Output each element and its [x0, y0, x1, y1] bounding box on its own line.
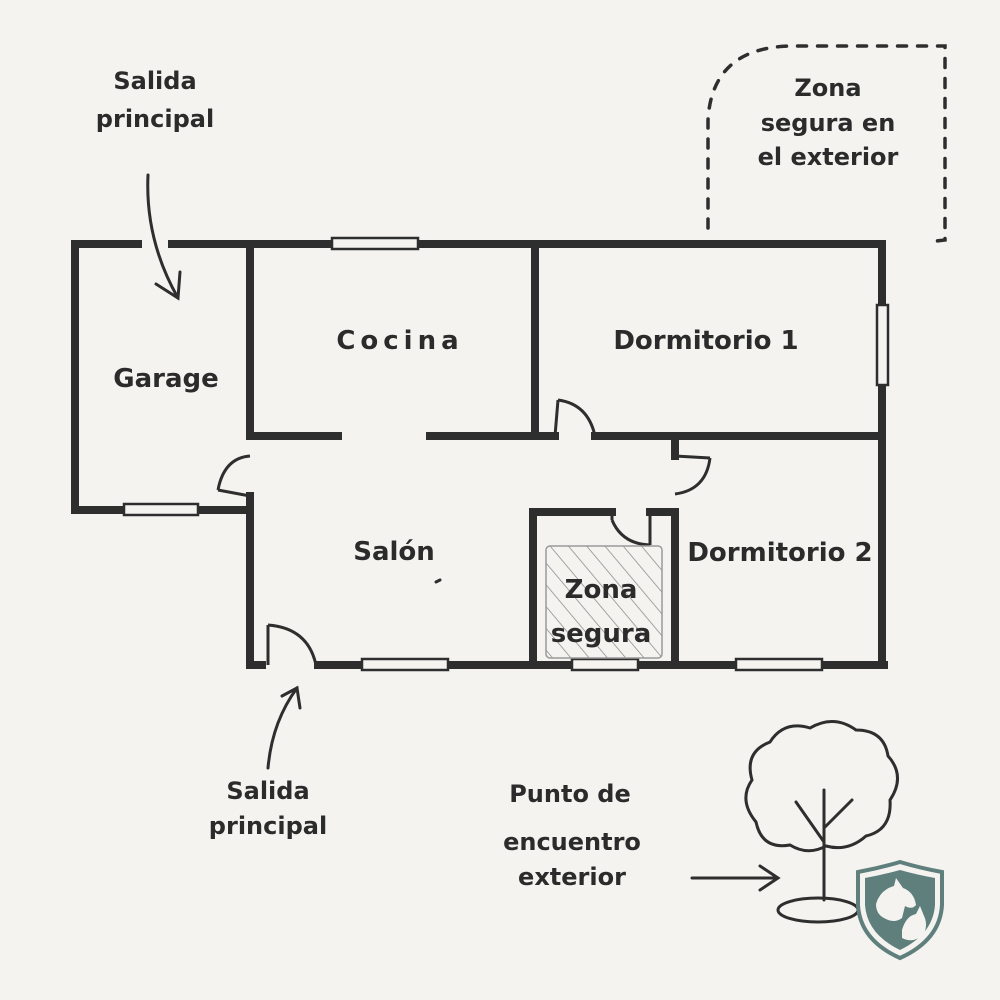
- room-label-salon: Salón: [353, 537, 435, 567]
- outdoor-safe-zone-line2: segura en: [761, 109, 896, 137]
- meeting-point-line1: Punto de: [509, 780, 631, 808]
- room-label-zona-segura-line1: Zona: [565, 575, 638, 605]
- outdoor-safe-zone-line1: Zona: [794, 74, 861, 102]
- room-label-zona-segura-line2: segura: [551, 619, 652, 649]
- outdoor-safe-zone-boundary: [706, 44, 947, 244]
- main-exit-bottom-line1: Salida: [226, 777, 309, 805]
- doors: [216, 398, 712, 666]
- pet-shield-logo: [856, 859, 944, 961]
- safe-zone-hatched-area: [545, 545, 663, 659]
- main-exit-top-line1: Salida: [113, 67, 196, 95]
- meeting-point-line3: exterior: [518, 863, 626, 891]
- walls: [71, 240, 888, 669]
- room-label-cocina: Cocina: [336, 326, 463, 356]
- arrow-icon: [266, 685, 302, 770]
- meeting-point-line2: encuentro: [503, 828, 641, 856]
- main-exit-bottom-line2: principal: [209, 812, 327, 840]
- arrow-icon: [690, 864, 781, 892]
- main-exit-top-line2: principal: [96, 105, 214, 133]
- room-label-dormitorio-2: Dormitorio 2: [687, 538, 872, 568]
- windows: [122, 236, 890, 672]
- arrow-icon: [146, 173, 182, 301]
- room-label-dormitorio-1: Dormitorio 1: [613, 326, 798, 356]
- outdoor-safe-zone-line3: el exterior: [758, 143, 899, 171]
- room-label-garage: Garage: [113, 364, 219, 394]
